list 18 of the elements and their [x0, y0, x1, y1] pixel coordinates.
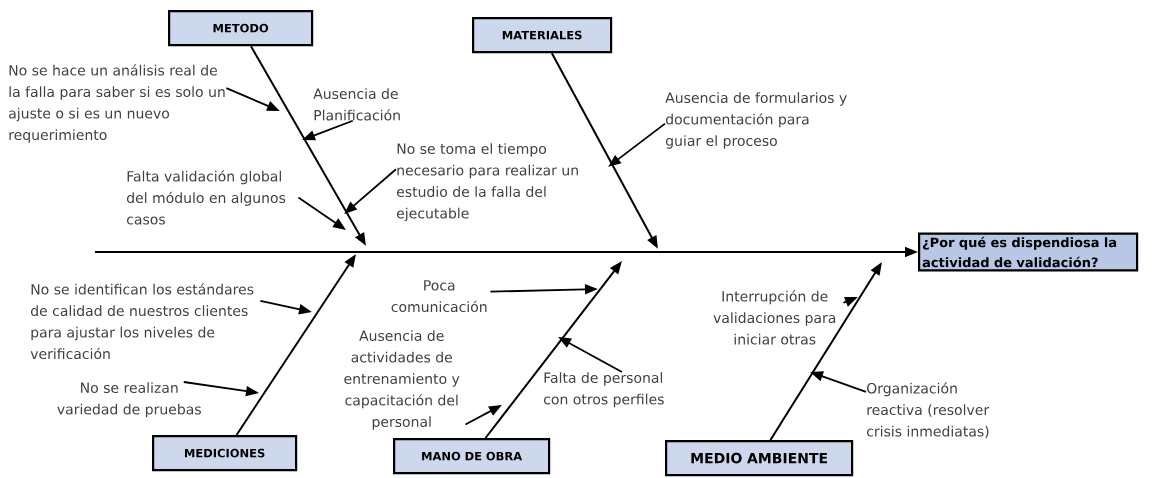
category-box: MANO DE OBRA: [393, 438, 551, 475]
category-box: MEDICIONES: [152, 435, 298, 472]
category-box: MEDIO AMBIENTE: [665, 440, 854, 477]
cause-text: Falta validación global del módulo en algunos casos: [127, 170, 286, 225]
cause-text: Interrupción de validaciones para iniciar otras: [713, 290, 836, 345]
category-box: MATERIALES: [472, 17, 613, 54]
cause-text: Poca comunicación: [391, 280, 487, 313]
cause-text: No se realizan variedad de pruebas: [57, 382, 201, 418]
cause-text: Falta de personal con otros perfiles: [543, 372, 664, 408]
cause-text: No se hace un análisis real de la falla para saber si es solo un ajuste o si es un nuevo requerimiento: [9, 64, 225, 143]
cause-text: Ausencia de formularios y documentación para guiar el proceso: [665, 92, 847, 149]
cause-text: No se identifican los estándares de calidad de nuestros clientes para ajustar los niveles de verificación: [30, 283, 254, 360]
cause-text: Ausencia de actividades de entrenamiento y capacitación del personal: [344, 330, 460, 430]
cause-text: Ausencia de Planificación: [313, 88, 400, 121]
cause-text: Organización reactiva (resolver crisis inmediatas): [866, 382, 990, 439]
cause-text: No se toma el tiempo necesario para realizar un estudio de la falla del ejecutable: [397, 143, 578, 222]
category-box: METODO: [168, 10, 314, 47]
problem-box: ¿Por qué es dispendiosa la actividad de validación?: [918, 232, 1139, 272]
